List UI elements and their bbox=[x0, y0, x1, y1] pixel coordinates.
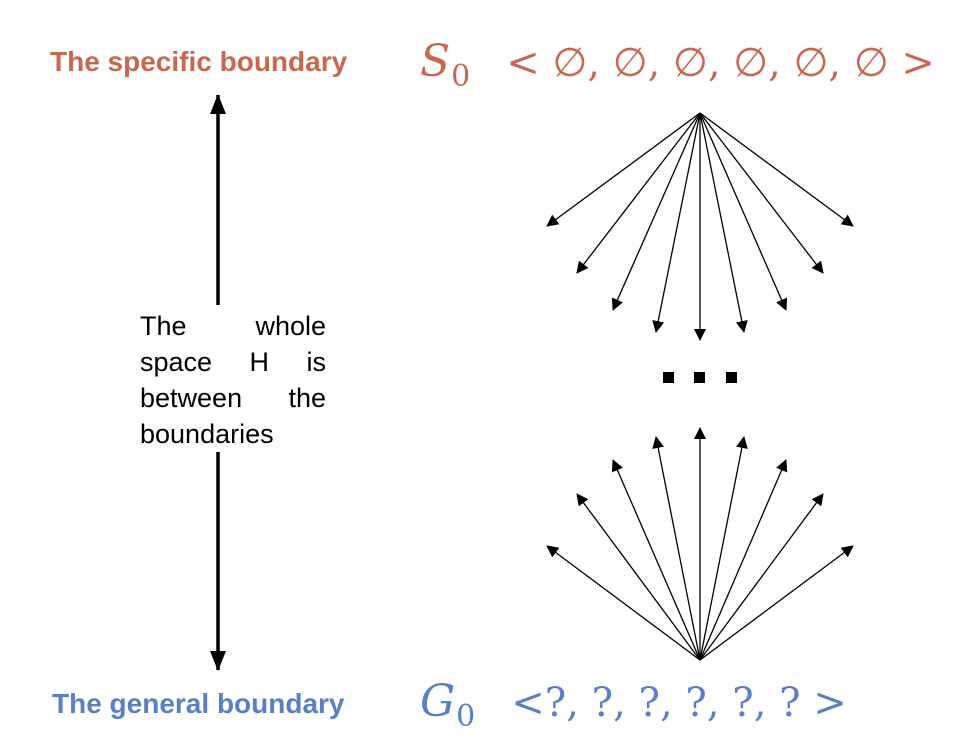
specific-fan-arrows bbox=[546, 112, 854, 341]
general-tuple: <?, ?, ?, ?, ?, ? > bbox=[511, 680, 847, 726]
general-fan-arrows bbox=[546, 427, 854, 661]
whole-space-description: The whole space H is between the boundar… bbox=[140, 311, 326, 449]
general-fan-arrow bbox=[699, 545, 854, 661]
general-fan-arrow bbox=[699, 436, 748, 661]
general-symbol: G bbox=[420, 676, 456, 727]
general-boundary-label: The general boundary bbox=[52, 688, 345, 719]
specific-tuple: < ∅, ∅, ∅, ∅, ∅, ∅ > bbox=[506, 40, 935, 86]
specific-subscript: 0 bbox=[451, 59, 471, 94]
specific-fan-arrow bbox=[652, 112, 701, 333]
specific-fan-arrow bbox=[576, 112, 701, 274]
specific-fan-arrow bbox=[699, 112, 748, 333]
ellipsis-dot bbox=[726, 372, 737, 383]
general-fan-arrow bbox=[699, 493, 824, 661]
general-boundary-expression: G0 <?, ?, ?, ?, ?, ? > bbox=[420, 676, 847, 734]
specific-symbol: S bbox=[420, 36, 451, 87]
specific-fan-arrow bbox=[546, 112, 701, 227]
specific-boundary-expression: S0 < ∅, ∅, ∅, ∅, ∅, ∅ > bbox=[420, 36, 935, 94]
ellipsis-dot bbox=[663, 372, 674, 383]
general-fan-arrow bbox=[611, 459, 701, 661]
general-fan-arrow bbox=[546, 545, 701, 661]
general-fan-arrow bbox=[699, 459, 788, 661]
specific-boundary-label: The specific boundary bbox=[50, 46, 348, 77]
general-fan-arrow bbox=[652, 436, 701, 661]
specific-fan-arrow bbox=[699, 112, 854, 227]
specific-fan-arrow bbox=[611, 112, 701, 311]
specific-fan-arrow bbox=[699, 112, 824, 274]
ellipsis-dot bbox=[694, 372, 705, 383]
general-fan-arrow bbox=[576, 493, 701, 661]
general-subscript: 0 bbox=[456, 699, 476, 734]
specific-fan-arrow bbox=[699, 112, 788, 311]
